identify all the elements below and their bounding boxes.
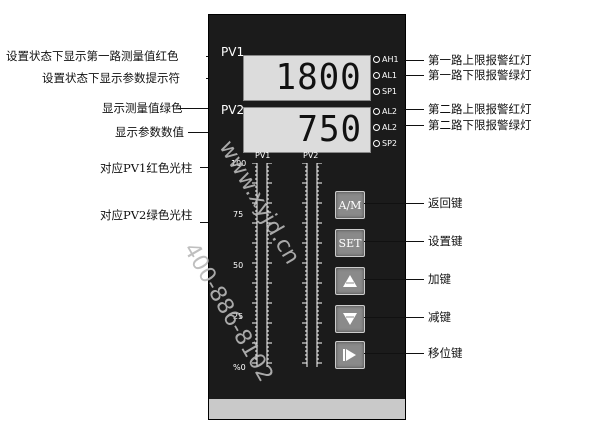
increment-button[interactable]	[335, 267, 365, 295]
led-icon	[373, 88, 380, 95]
controller-panel: PV1 1800 PV2 750 AH1 AL1 SP1 AL2 AL2 SP2…	[208, 14, 406, 420]
led-icon	[373, 108, 380, 115]
set-button[interactable]: SET	[335, 229, 365, 257]
leader-line	[364, 241, 424, 242]
annotation-al2-upper: 第二路上限报警红灯	[428, 102, 532, 116]
led-icon	[373, 124, 380, 131]
scale-25: 25	[233, 312, 244, 321]
bar-graphs	[252, 163, 322, 367]
annotation-pv1-display: 设置状态下显示第一路测量值红色	[6, 49, 179, 63]
indicator-label: SP2	[382, 139, 397, 148]
pv2-label: PV2	[221, 103, 245, 117]
indicator-label: SP1	[382, 87, 397, 96]
leader-line	[364, 317, 424, 318]
indicator-label: AL2	[382, 123, 398, 132]
pv1-display: 1800	[243, 55, 371, 101]
annotation-set: 设置键	[428, 234, 463, 248]
annotation-ah1: 第一路上限报警红灯	[428, 53, 532, 67]
annotation-pv2-bar: 对应PV2绿色光柱	[100, 208, 193, 222]
leader-line	[404, 60, 424, 61]
leader-line	[404, 125, 424, 126]
annotation-pv2-display: 显示测量值绿色	[102, 101, 183, 115]
annotation-al2-lower: 第二路下限报警绿灯	[428, 118, 532, 132]
am-button[interactable]: A/M	[335, 191, 365, 219]
annotation-am: 返回键	[428, 196, 463, 210]
shift-button[interactable]	[335, 341, 365, 369]
indicator-ah1: AH1	[373, 55, 399, 64]
bar2-ticks	[302, 163, 322, 367]
led-icon	[373, 72, 380, 79]
indicator-sp1: SP1	[373, 87, 397, 96]
leader-line	[364, 203, 424, 204]
scale-0: %0	[233, 363, 246, 372]
scale-75: 75	[233, 210, 244, 219]
leader-line	[364, 279, 424, 280]
leader-line	[404, 75, 424, 76]
annotation-al1: 第一路下限报警绿灯	[428, 68, 532, 82]
pv1-label: PV1	[221, 45, 245, 59]
indicator-label: AH1	[382, 55, 399, 64]
led-icon	[373, 56, 380, 63]
indicator-label: AL2	[382, 107, 398, 116]
annotation-pv1-bar: 对应PV1红色光柱	[100, 161, 193, 175]
down-triangle-icon	[343, 313, 357, 325]
panel-footer	[209, 399, 405, 419]
pv2-display: 750	[243, 107, 371, 153]
scale-50: 50	[233, 261, 244, 270]
leader-line	[404, 109, 424, 110]
bar1-label: PV1	[255, 151, 271, 160]
shift-right-icon	[343, 349, 356, 361]
annotation-shift: 移位键	[428, 346, 463, 360]
indicator-al2-upper: AL2	[373, 107, 397, 116]
indicator-sp2: SP2	[373, 139, 397, 148]
annotation-down: 减键	[428, 310, 451, 324]
led-icon	[373, 140, 380, 147]
bar2-label: PV2	[303, 151, 319, 160]
indicator-al1: AL1	[373, 71, 397, 80]
pv1-value: 1800	[275, 57, 362, 98]
pv2-value: 750	[297, 109, 362, 150]
decrement-button[interactable]	[335, 305, 365, 333]
annotation-param-value: 显示参数数值	[115, 125, 184, 139]
annotation-prompt-display: 设置状态下显示参数提示符	[42, 71, 180, 85]
indicator-al2-lower: AL2	[373, 123, 397, 132]
up-triangle-icon	[343, 275, 357, 287]
annotation-up: 加键	[428, 272, 451, 286]
indicator-label: AL1	[382, 71, 398, 80]
leader-line	[364, 353, 424, 354]
scale-100: 100	[231, 159, 247, 168]
bar1-ticks	[252, 163, 272, 367]
